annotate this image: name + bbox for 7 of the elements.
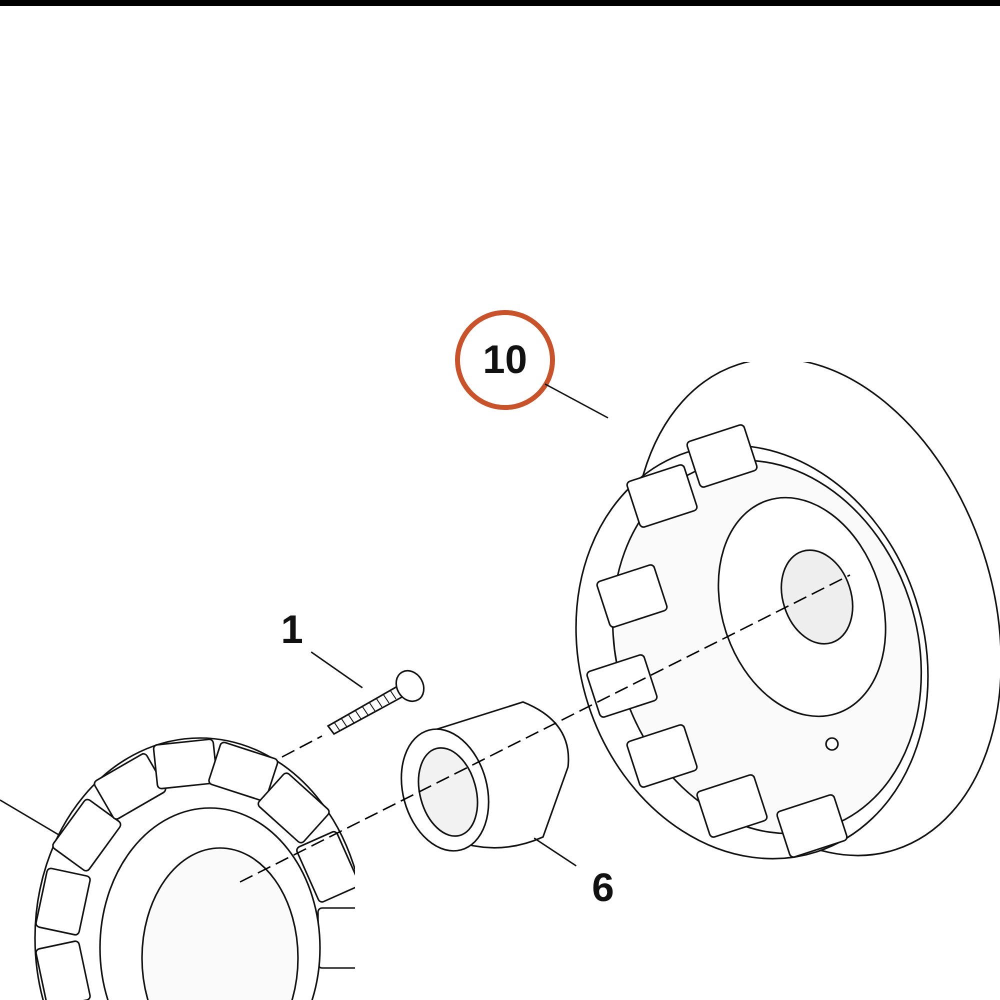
leader-line bbox=[310, 651, 363, 688]
callout-number: 10 bbox=[455, 310, 555, 410]
callout-number: 1 bbox=[272, 610, 312, 650]
leader-line bbox=[534, 837, 577, 867]
callout-number: 6 bbox=[583, 868, 623, 908]
leader-line bbox=[544, 383, 608, 419]
leader-line bbox=[0, 799, 60, 836]
